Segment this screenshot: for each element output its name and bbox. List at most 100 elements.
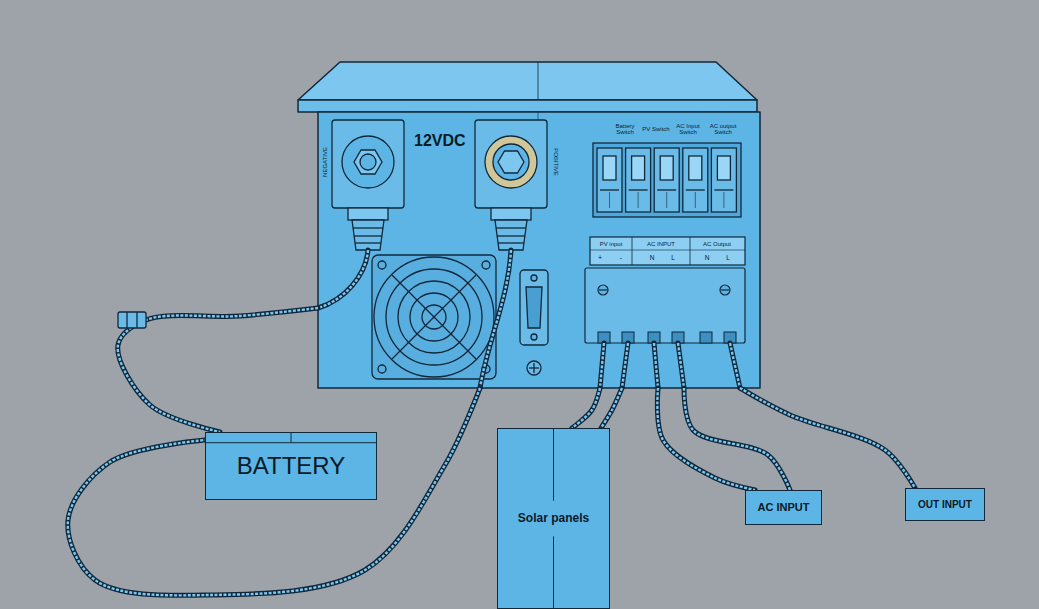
cable: [68, 388, 480, 595]
breaker-panel: [657, 189, 676, 190]
positive-terminal: [498, 242, 524, 243]
solar-outline-lines: [553, 536, 554, 608]
internal-wire: [318, 250, 740, 388]
breaker-panel: [714, 189, 733, 190]
cable: [118, 308, 318, 432]
switch-label: AC Input Switch: [673, 123, 703, 136]
negative-terminal: [353, 227, 383, 228]
cable: [740, 388, 915, 488]
inline-connector: [126, 312, 127, 328]
cooling-fan: [482, 261, 490, 269]
terminal-strip: [590, 250, 745, 251]
internal-wire: [318, 250, 368, 308]
breaker-panel: [711, 148, 736, 212]
cable: [684, 388, 790, 490]
serial-port: [520, 270, 548, 345]
terminal-strip: [632, 237, 633, 265]
pin-label: +: [595, 254, 605, 261]
cooling-fan: [392, 275, 476, 359]
terminal-group-label: PV input: [591, 241, 631, 247]
positive-terminal: [495, 220, 527, 250]
cooling-fan: [372, 255, 496, 379]
cooling-fan: [392, 275, 476, 359]
internal-wire: [480, 250, 511, 388]
terminal-polarity-label: POSITIVE: [553, 142, 559, 182]
pin-label: N: [702, 255, 712, 262]
internal-wire: [600, 343, 604, 388]
breaker-panel: [689, 156, 702, 180]
node-text: AC INPUT: [758, 501, 810, 513]
terminal-strip: [598, 285, 608, 295]
inverter-housing: [318, 112, 760, 388]
ground-screw: [527, 361, 541, 375]
inverter-housing: [298, 62, 757, 100]
terminal-strip: [599, 289, 607, 290]
internal-wire: [318, 250, 368, 308]
node-text: 12VDC: [414, 132, 466, 150]
cable: [572, 388, 600, 428]
cable: [740, 388, 915, 488]
cable: [601, 388, 622, 428]
internal-wire: [622, 343, 628, 388]
pin-label: L: [668, 255, 678, 262]
inverter-housing: [298, 62, 760, 388]
breaker-panel: [609, 192, 610, 208]
breaker-panel: [593, 143, 741, 217]
node-text: OUT INPUT: [918, 499, 972, 510]
breaker-panel: [695, 192, 696, 208]
terminal-strip: [690, 237, 691, 265]
breaker-panel: [660, 156, 673, 180]
node-text: BATTERY: [237, 453, 345, 479]
negative-terminal: [360, 154, 376, 170]
negative-terminal: [332, 120, 404, 250]
positive-terminal: [498, 151, 524, 173]
inline-connector: [136, 312, 137, 328]
positive-terminal: [491, 208, 531, 220]
terminal-openings: [700, 332, 712, 343]
breaker-panel: [723, 192, 724, 208]
pin-label: L: [723, 255, 733, 262]
solar-outline-lines: [553, 429, 554, 501]
breaker-panel: [603, 156, 616, 180]
breaker-panel: [593, 143, 741, 217]
cooling-fan: [386, 269, 482, 365]
cooling-fan: [378, 261, 386, 269]
battery-outline-lines: [291, 433, 292, 443]
pin-label: -: [616, 254, 626, 261]
switch-label: Battery Switch: [611, 123, 639, 136]
serial-port: [520, 270, 548, 345]
cable: [601, 388, 622, 428]
internal-wire: [678, 343, 684, 388]
terminal-strip: [720, 285, 730, 295]
breaker-panel: [626, 148, 651, 212]
breaker-panel: [654, 148, 679, 212]
positive-terminal: [493, 144, 529, 180]
terminal-strip: [585, 237, 745, 343]
inverter-housing: [298, 100, 757, 112]
cooling-fan: [374, 257, 494, 377]
inverter-housing: 12VDC: [318, 112, 760, 388]
internal-wire: [480, 250, 511, 388]
cable: [68, 388, 480, 595]
breaker-panel: [717, 156, 730, 180]
internal-wire: [622, 343, 628, 388]
negative-terminal: [354, 150, 382, 174]
wire-group: [68, 308, 915, 595]
positive-terminal: [497, 235, 525, 236]
negative-terminal: [352, 220, 384, 250]
internal-wire: [730, 343, 740, 388]
cable: [68, 388, 480, 595]
internal-wire: [678, 343, 684, 388]
terminal-group-label: AC Output: [691, 241, 743, 247]
switch-label: AC output Switch: [707, 123, 739, 136]
cable: [118, 308, 318, 432]
terminal-openings: [598, 332, 736, 343]
breaker-panel: [629, 189, 648, 190]
ac-input-box: AC INPUT: [745, 490, 822, 525]
negative-terminal: [332, 120, 404, 208]
cable: [572, 388, 600, 428]
ground-screw: [533, 363, 534, 373]
breaker-panel: [683, 148, 708, 212]
